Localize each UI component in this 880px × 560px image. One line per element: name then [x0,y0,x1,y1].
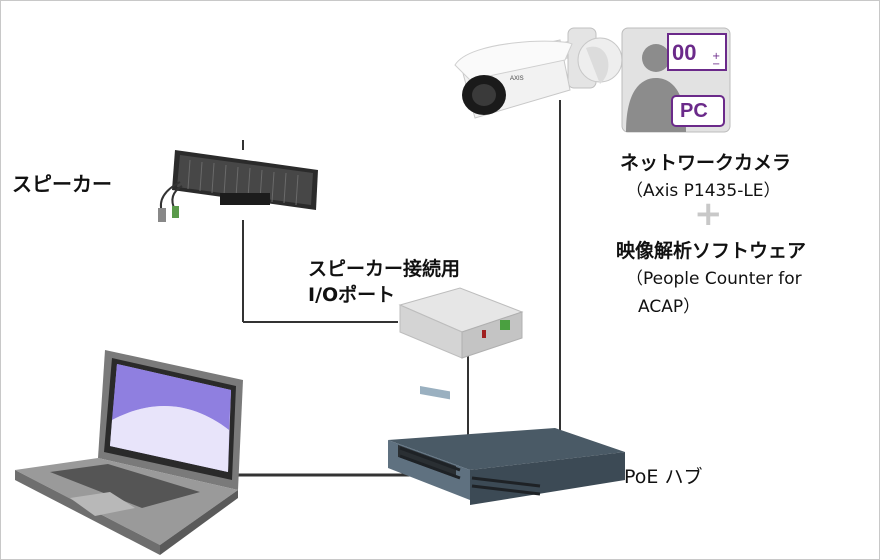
speaker-label: スピーカー [12,172,112,196]
software-name-line1: （People Counter for [626,269,802,289]
svg-text:+: + [712,51,720,62]
camera-title: ネットワークカメラ [620,152,792,174]
poe-hub-label: PoE ハブ [624,466,703,488]
software-title: 映像解析ソフトウェア [616,240,807,262]
io-port-label-line1: スピーカー接続用 [308,258,461,280]
io-port-label-line2: I/Oポート [308,284,396,306]
connection-lines [238,100,561,477]
people-counter-app-icon: + − [621,27,731,133]
app-icon-badge: PC [680,100,708,122]
software-name-line2: ACAP） [638,297,701,317]
camera-model: （Axis P1435-LE） [626,181,781,201]
laptop-device [15,350,243,555]
network-camera-device: AXIS [454,27,623,119]
poe-hub-device [388,428,625,505]
io-port-device [398,287,524,400]
plus-sign: + [694,194,723,234]
svg-text:AXIS: AXIS [510,76,524,82]
svg-text:−: − [712,59,720,70]
app-icon-counter: 00 [672,40,697,65]
speaker-device [158,140,318,222]
